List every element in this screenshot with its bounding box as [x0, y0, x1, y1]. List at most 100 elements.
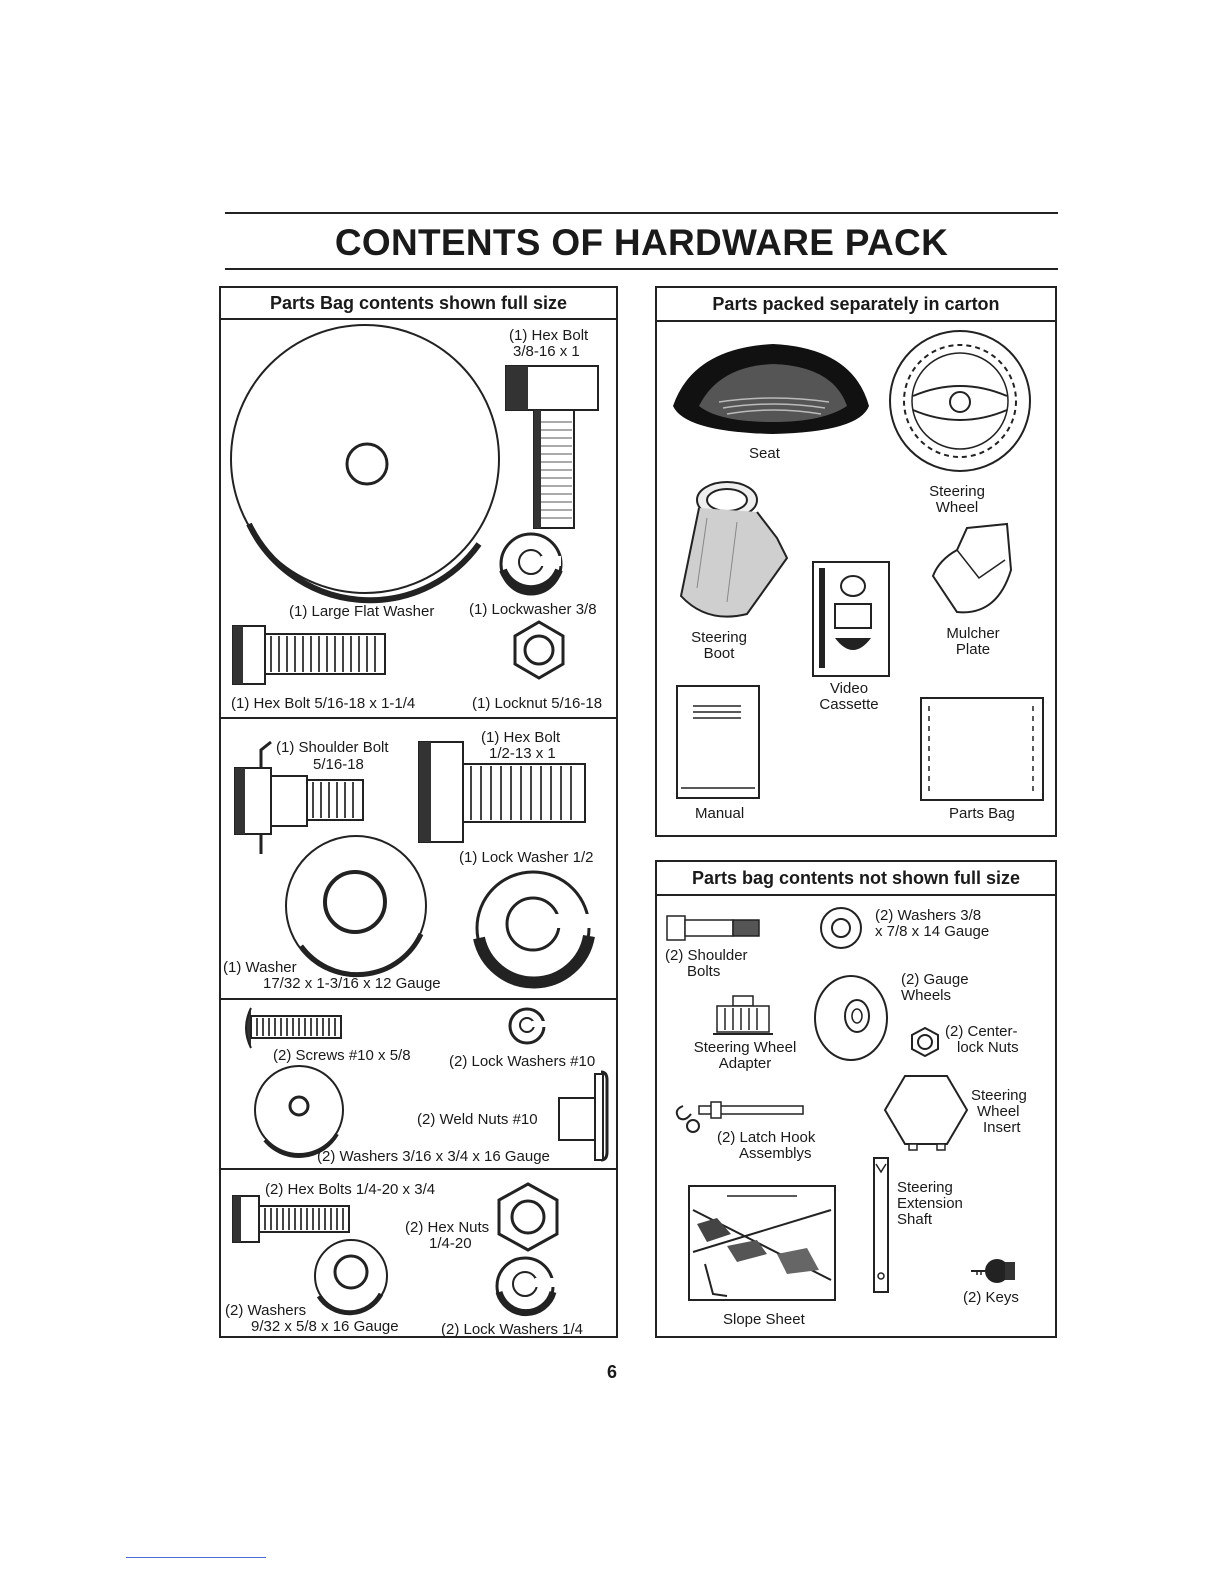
washers-9-32-label-1: (2) Washers — [225, 1302, 307, 1319]
title-top-rule — [225, 212, 1058, 214]
washers-3-8-label-2: x 7/8 x 14 Gauge — [875, 923, 990, 940]
washers-9-32-label-2: 9/32 x 5/8 x 16 Gauge — [251, 1318, 399, 1335]
lock-washers-10-label: (2) Lock Washers #10 — [449, 1053, 596, 1070]
lock-washers-1-4-label: (2) Lock Washers 1/4 — [441, 1321, 583, 1338]
washers-3-8-label-1: (2) Washers 3/8 — [875, 907, 982, 924]
lock-washer-10-icon — [508, 1007, 546, 1045]
key-icon — [971, 1259, 1015, 1283]
steering-shaft-label-2: Extension — [897, 1195, 963, 1212]
shoulder-bolt-label-2: 5/16-18 — [313, 756, 364, 773]
adapter-label-1: Steering Wheel — [693, 1039, 797, 1056]
hex-bolt-5-16-label: (1) Hex Bolt 5/16-18 x 1-1/4 — [231, 695, 416, 712]
steering-wheel-icon — [889, 330, 1031, 472]
hex-bolt-5-16-icon — [232, 625, 386, 685]
latch-hook-label-2: Assemblys — [739, 1145, 812, 1162]
screw-10-icon — [245, 1007, 342, 1049]
washer-17-32-icon — [285, 835, 427, 978]
hex-bolt-3-8-label-2: 3/8-16 x 1 — [513, 343, 580, 360]
page-number: 6 — [606, 1362, 617, 1382]
steering-insert-label-2: Wheel — [977, 1103, 1020, 1120]
title-bottom-rule — [225, 268, 1058, 270]
section-divider-1 — [221, 717, 616, 719]
steering-boot-label-1: Steering — [691, 629, 747, 646]
steering-shaft-label-1: Steering — [897, 1179, 953, 1196]
mulcher-plate-icon — [931, 522, 1013, 614]
gauge-wheel-icon — [814, 975, 888, 1061]
steering-wheel-adapter-icon — [713, 995, 773, 1035]
shoulder-bolt-small-icon — [666, 915, 760, 941]
footer-line — [126, 1557, 266, 1558]
weld-nut-icon — [558, 1070, 609, 1162]
washer-3-16-icon — [254, 1065, 344, 1158]
washer-17-32-label-1: (1) Washer — [223, 959, 297, 976]
shoulder-bolts-label-1: (2) Shoulder — [665, 947, 748, 964]
hex-bolt-3-8-label-1: (1) Hex Bolt — [509, 327, 589, 344]
weld-nuts-label: (2) Weld Nuts #10 — [417, 1111, 538, 1128]
latch-hook-label-1: (2) Latch Hook — [717, 1129, 816, 1146]
steering-wheel-insert-icon — [883, 1075, 969, 1151]
slope-sheet-icon — [688, 1185, 836, 1301]
carton-panel-heading: Parts packed separately in carton — [657, 288, 1055, 322]
gauge-wheels-label-1: (2) Gauge — [901, 971, 969, 988]
parts-bag-icon — [920, 697, 1044, 801]
manual-icon — [676, 685, 760, 799]
shoulder-bolt-icon — [234, 740, 364, 854]
not-full-size-panel-heading: Parts bag contents not shown full size — [657, 862, 1055, 896]
seat-label: Seat — [749, 445, 780, 462]
centerlock-nut-icon — [911, 1026, 939, 1058]
hex-bolt-1-4-icon — [232, 1195, 350, 1243]
mulcher-plate-label-2: Plate — [955, 641, 991, 658]
steering-shaft-label-3: Shaft — [897, 1211, 933, 1228]
page-title: CONTENTS OF HARDWARE PACK — [334, 222, 949, 263]
hex-nut-icon — [497, 1182, 559, 1252]
latch-hook-icon — [675, 1101, 804, 1133]
large-flat-washer-icon — [230, 324, 500, 604]
lockwasher-3-8-icon — [499, 532, 563, 596]
not-full-size-parts-panel: Parts bag contents not shown full size (… — [655, 860, 1057, 1338]
keys-label: (2) Keys — [963, 1289, 1019, 1306]
manual-label: Manual — [695, 805, 745, 822]
hex-bolt-1-2-label-1: (1) Hex Bolt — [481, 729, 561, 746]
screws-label: (2) Screws #10 x 5/8 — [273, 1047, 411, 1064]
video-cassette-label-1: Video — [829, 680, 869, 697]
lock-washer-1-4-icon — [495, 1256, 557, 1317]
large-flat-washer-label: (1) Large Flat Washer — [289, 603, 435, 620]
washers-3-16-label: (2) Washers 3/16 x 3/4 x 16 Gauge — [317, 1148, 550, 1165]
washer-3-8-icon — [820, 907, 862, 949]
section-divider-3 — [221, 1168, 616, 1170]
steering-insert-label-3: Insert — [983, 1119, 1021, 1136]
slope-sheet-label: Slope Sheet — [723, 1311, 805, 1328]
shoulder-bolts-label-2: Bolts — [687, 963, 721, 980]
washer-17-32-label-2: 17/32 x 1-3/16 x 12 Gauge — [263, 975, 441, 992]
locknut-icon — [513, 620, 565, 680]
carton-parts-panel: Parts packed separately in carton Seat S… — [655, 286, 1057, 837]
lock-washer-1-2-icon — [473, 870, 595, 989]
steering-boot-icon — [679, 481, 789, 618]
hex-bolt-1-2-label-2: 1/2-13 x 1 — [489, 745, 556, 762]
centerlock-nuts-label-2: lock Nuts — [957, 1039, 1019, 1056]
mulcher-plate-label-1: Mulcher — [946, 625, 1000, 642]
hex-bolts-1-4-label: (2) Hex Bolts 1/4-20 x 3/4 — [265, 1181, 436, 1198]
steering-wheel-label-2: Wheel — [935, 499, 979, 516]
steering-insert-label-1: Steering — [971, 1087, 1027, 1104]
adapter-label-2: Adapter — [718, 1055, 772, 1072]
steering-wheel-label-1: Steering — [929, 483, 985, 500]
hex-bolt-icon — [505, 365, 599, 529]
hex-nuts-label-2: 1/4-20 — [429, 1235, 472, 1252]
hex-nuts-label-1: (2) Hex Nuts — [405, 1219, 490, 1236]
centerlock-nuts-label-1: (2) Center- — [945, 1023, 1018, 1040]
full-size-parts-panel: Parts Bag contents shown full size (1) H… — [219, 286, 618, 1338]
lock-washer-1-2-label: (1) Lock Washer 1/2 — [459, 849, 594, 866]
parts-bag-label: Parts Bag — [949, 805, 1015, 822]
section-divider-2 — [221, 998, 616, 1000]
washer-9-32-icon — [314, 1239, 388, 1316]
video-cassette-icon — [812, 561, 890, 677]
steering-boot-label-2: Boot — [703, 645, 735, 662]
full-size-panel-heading: Parts Bag contents shown full size — [221, 288, 616, 320]
seat-icon — [673, 344, 869, 434]
gauge-wheels-label-2: Wheels — [901, 987, 952, 1004]
steering-extension-shaft-icon — [873, 1157, 889, 1293]
shoulder-bolt-label-1: (1) Shoulder Bolt — [276, 739, 389, 756]
lockwasher-3-8-label: (1) Lockwasher 3/8 — [469, 601, 597, 618]
hex-bolt-1-2-icon — [418, 741, 586, 843]
